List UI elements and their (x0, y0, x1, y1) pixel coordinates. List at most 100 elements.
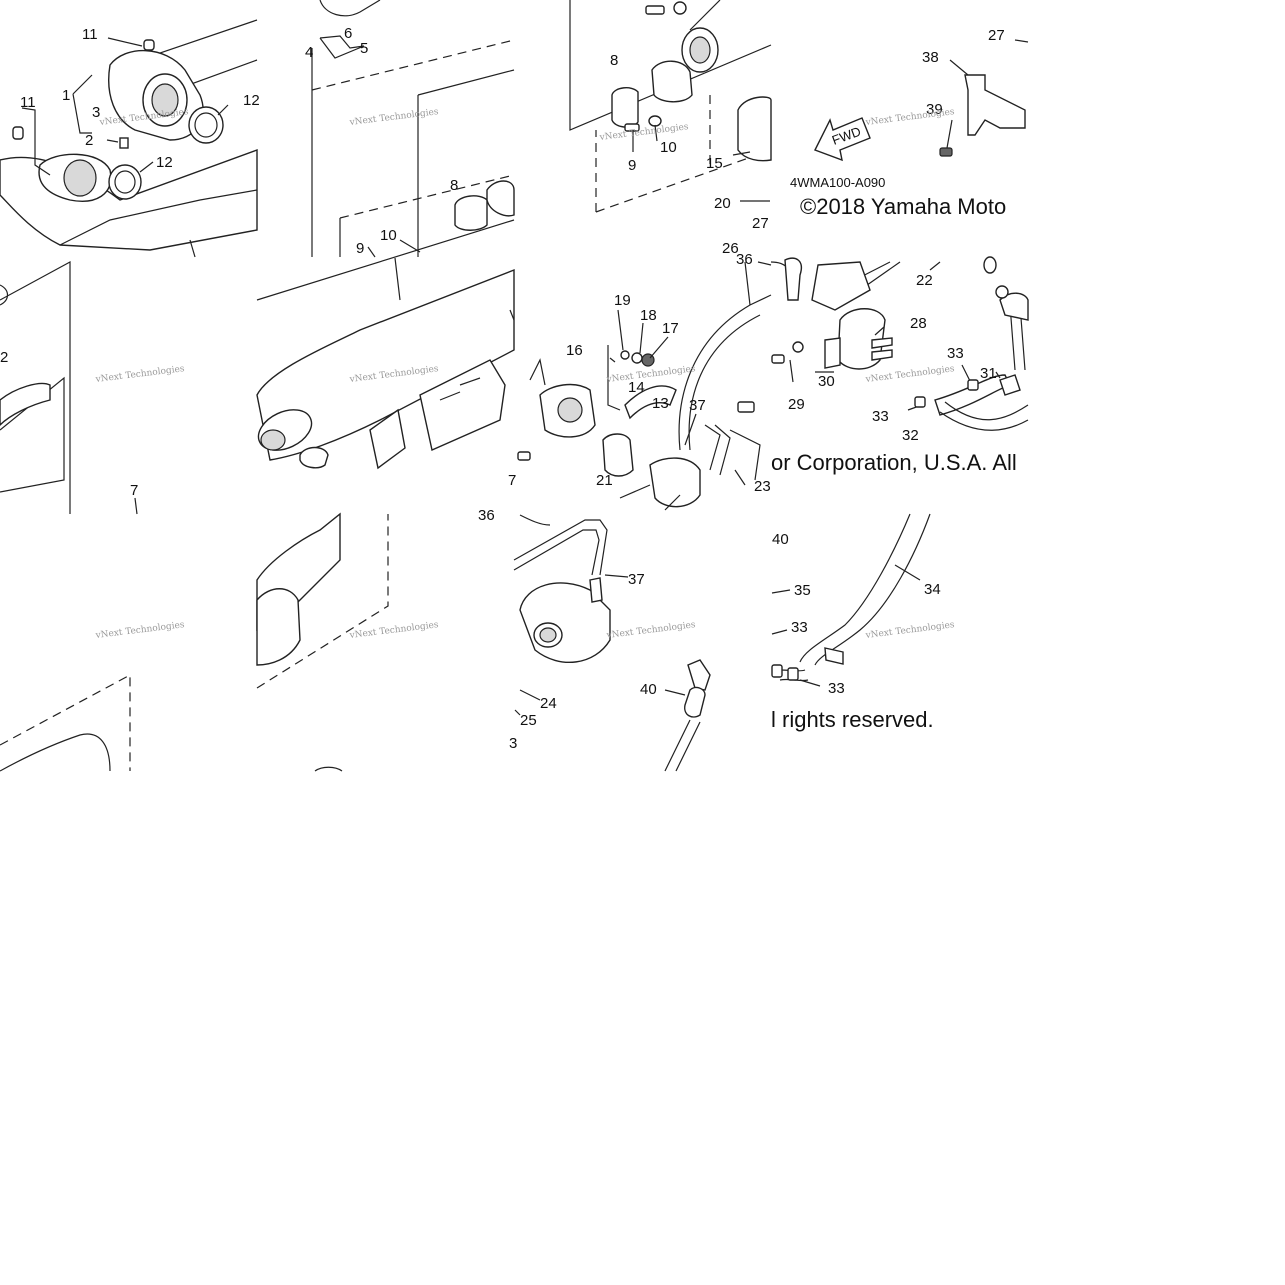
callout-35: 35 (794, 582, 811, 599)
bolt-2 (119, 137, 129, 149)
callout-16: 16 (566, 342, 583, 359)
watermark: vNext Technologies (864, 107, 955, 128)
tile-heat-shield-lower: vNext Technologies (0, 620, 185, 772)
callout-33b: 33 (872, 408, 889, 425)
sleeve-8a (454, 195, 488, 231)
callout-11b: 11 (20, 94, 36, 111)
callout-12b: 12 (156, 154, 173, 171)
elbow-fitting (687, 659, 711, 691)
callout-18: 18 (640, 307, 657, 324)
callout-24: 24 (540, 695, 557, 712)
callout-5: 5 (360, 40, 368, 57)
callout-3: 3 (92, 104, 100, 121)
gasket-12b (108, 164, 142, 200)
watermark: vNext Technologies (348, 107, 439, 128)
callout-2: 2 (85, 132, 93, 149)
callout-33a: 33 (947, 345, 964, 362)
bolt (737, 401, 755, 413)
tile-air-cut-valve: 22 28 33 31 30 29 33 32 or Corporation, … (770, 256, 1029, 475)
callout-1: 1 (62, 87, 70, 104)
watermark: vNext Technologies (94, 364, 185, 385)
callout-33c: 33 (791, 619, 808, 636)
callout-17: 17 (662, 320, 679, 337)
callout-15: 15 (706, 155, 723, 172)
muffler-cover-15 (737, 96, 772, 162)
bolt-29 (771, 354, 785, 364)
callout-39: 39 (926, 101, 943, 118)
bolt (645, 5, 665, 15)
callout-29: 29 (788, 396, 805, 413)
tile-air-box-joint: 36 7 37 24 25 3 40 vNext Technologies (478, 472, 711, 772)
callout-21: 21 (596, 472, 613, 489)
callout-33d: 33 (828, 680, 845, 697)
watermark: vNext Technologies (605, 364, 696, 385)
copyright-line-3: l rights reserved. (771, 707, 934, 732)
callout-20: 20 (714, 195, 731, 212)
callout-8b: 8 (610, 52, 618, 69)
callout-37a: 37 (689, 397, 706, 414)
watermark: vNext Technologies (94, 620, 185, 641)
callout-13: 13 (652, 395, 669, 412)
tile-muffler-body: vNext Technologies (256, 257, 515, 470)
callout-12a: 12 (243, 92, 260, 109)
callout-40a: 40 (640, 681, 657, 698)
bolt-9b (624, 123, 640, 132)
callout-23: 23 (754, 478, 771, 495)
callout-37b: 37 (628, 571, 645, 588)
callout-8a: 8 (450, 177, 458, 194)
callout-32: 32 (902, 427, 919, 444)
callout-26: 26 (722, 240, 739, 257)
copyright-line-2: or Corporation, U.S.A. All (771, 450, 1017, 475)
watermark: vNext Technologies (864, 620, 955, 641)
watermark: vNext Technologies (605, 620, 696, 641)
heat-shield-plate (419, 359, 506, 451)
fwd-arrow-icon: FWD (814, 117, 871, 162)
watermark: vNext Technologies (348, 620, 439, 641)
stud-11a (143, 39, 155, 51)
callout-19: 19 (614, 292, 631, 309)
tile-heat-shield-left: 2 7 vNext Technologies (0, 260, 185, 515)
tile-muffler-lower: vNext Technologies (256, 512, 439, 772)
sleeve-8b (611, 87, 639, 128)
gasket-12a (188, 106, 224, 144)
callout-9b: 9 (628, 157, 636, 174)
callout-27b: 27 (988, 27, 1005, 44)
muffler (256, 268, 515, 461)
callout-14: 14 (628, 379, 645, 396)
stud-11b (12, 126, 24, 140)
clamp (651, 60, 693, 103)
callout-28: 28 (910, 315, 927, 332)
callout-3b: 3 (509, 735, 517, 752)
callout-9a: 9 (356, 240, 364, 257)
callout-11a: 11 (82, 26, 98, 43)
callout-22: 22 (916, 272, 933, 289)
callout-36b: 36 (478, 507, 495, 524)
callout-6: 6 (344, 25, 352, 42)
callout-30: 30 (818, 373, 835, 390)
tile-bracket-copyright: FWD 27 38 39 4WMA100-A090 ©2018 Yamaha M… (790, 27, 1029, 219)
hose-21 (602, 433, 634, 477)
reed-valve (649, 457, 701, 508)
bolt-39 (939, 147, 953, 157)
callout-34: 34 (924, 581, 941, 598)
copyright-line-1: ©2018 Yamaha Moto (800, 194, 1006, 219)
callout-40b: 40 (772, 531, 789, 548)
tile-hose-route: 40 35 34 33 33 l rights reserved. vNext … (771, 513, 955, 732)
mount-bracket (369, 408, 406, 470)
callout-10a: 10 (380, 227, 397, 244)
tile-clamp-joint: 8 9 10 15 20 27 vNext Technologies (569, 0, 772, 232)
tile-exhaust-flange: 11 1 3 2 11 12 12 vNext Technologies (0, 19, 260, 258)
callout-7b: 7 (508, 472, 516, 489)
drawing-code: 4WMA100-A090 (790, 175, 885, 190)
callout-4: 4 (305, 44, 313, 61)
callout-7: 7 (130, 482, 138, 499)
watermark: vNext Technologies (864, 364, 955, 385)
tile-air-induction: 19 18 17 16 14 13 37 21 23 26 36 vNext T… (517, 240, 772, 511)
callout-31: 31 (980, 365, 997, 382)
callout-38: 38 (922, 49, 939, 66)
hose-13 (624, 385, 677, 420)
callout-10b: 10 (660, 139, 677, 156)
callout-27a: 27 (752, 215, 769, 232)
callout-36a: 36 (736, 251, 753, 268)
